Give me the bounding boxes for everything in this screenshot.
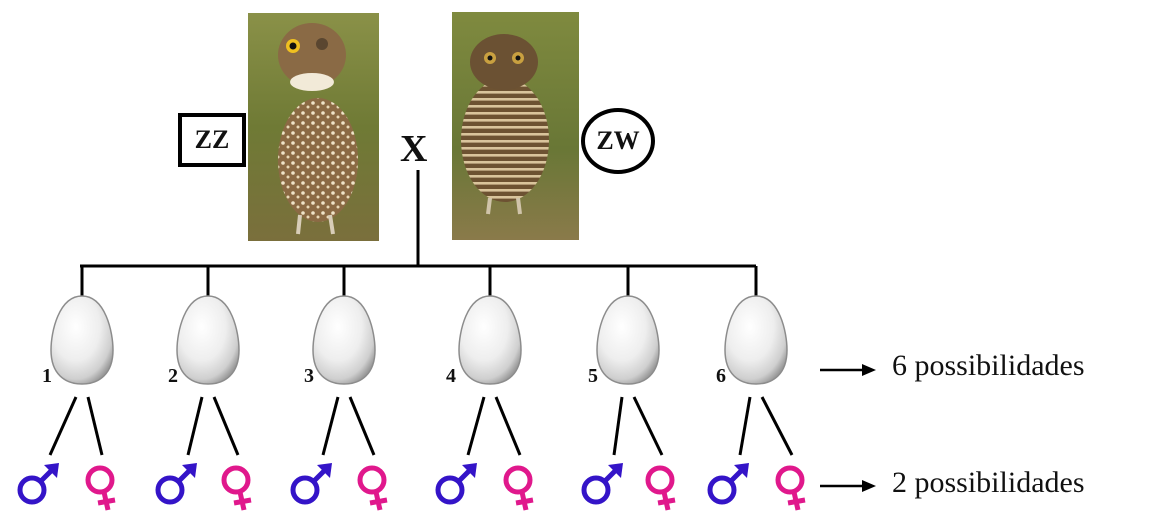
branch-line xyxy=(186,396,204,456)
female-genotype-label: ZW xyxy=(596,126,640,155)
egg-branch-lines xyxy=(48,396,794,456)
branch-line xyxy=(86,396,104,456)
male-symbol-icon xyxy=(581,463,623,505)
branch-line xyxy=(738,396,752,456)
egg-number-label: 6 xyxy=(716,365,726,387)
eggs-row xyxy=(50,295,788,385)
pedigree-lines xyxy=(80,170,758,297)
branch-line xyxy=(321,396,340,456)
sex-outcome-label: 2 possibilidades xyxy=(892,466,1085,499)
female-symbol-icon xyxy=(775,465,806,511)
male-symbol-icon xyxy=(290,463,332,505)
branch-line xyxy=(494,396,522,456)
eggs-outcome-label: 6 possibilidades xyxy=(892,349,1085,382)
male-symbol-icon xyxy=(435,463,477,505)
male-symbol-icon xyxy=(707,463,749,505)
male-symbol-icon xyxy=(17,463,59,505)
male-owl-photo xyxy=(248,13,379,241)
egg-number-label: 5 xyxy=(588,365,598,387)
female-genotype-circle: ZW xyxy=(581,108,655,174)
egg-icon xyxy=(50,295,114,385)
branch-line xyxy=(348,396,376,456)
egg-number-label: 3 xyxy=(304,365,314,387)
egg-number-label: 1 xyxy=(42,365,52,387)
branch-line xyxy=(760,396,794,456)
branch-line xyxy=(48,396,78,456)
branch-line xyxy=(632,396,664,456)
female-symbol-icon xyxy=(503,465,534,511)
egg-number-label: 2 xyxy=(168,365,178,387)
egg-number-label: 4 xyxy=(446,365,456,387)
egg-icon xyxy=(458,295,522,385)
female-symbol-icon xyxy=(357,465,388,511)
male-genotype-box: ZZ xyxy=(178,113,246,167)
egg-icon xyxy=(312,295,376,385)
female-symbol-icon xyxy=(85,465,116,511)
male-genotype-label: ZZ xyxy=(194,125,230,154)
egg-icon xyxy=(596,295,660,385)
sex-symbols-row xyxy=(17,463,806,511)
branch-line xyxy=(612,396,624,456)
arrow-sex xyxy=(820,480,876,492)
female-symbol-icon xyxy=(221,465,252,511)
egg-icon xyxy=(724,295,788,385)
branch-line xyxy=(466,396,486,456)
female-symbol-icon xyxy=(645,465,676,511)
egg-icon xyxy=(176,295,240,385)
arrow-eggs xyxy=(820,364,876,376)
female-owl-photo xyxy=(452,12,579,240)
branch-line xyxy=(212,396,240,456)
male-symbol-icon xyxy=(155,463,197,505)
cross-symbol: X xyxy=(400,128,428,170)
